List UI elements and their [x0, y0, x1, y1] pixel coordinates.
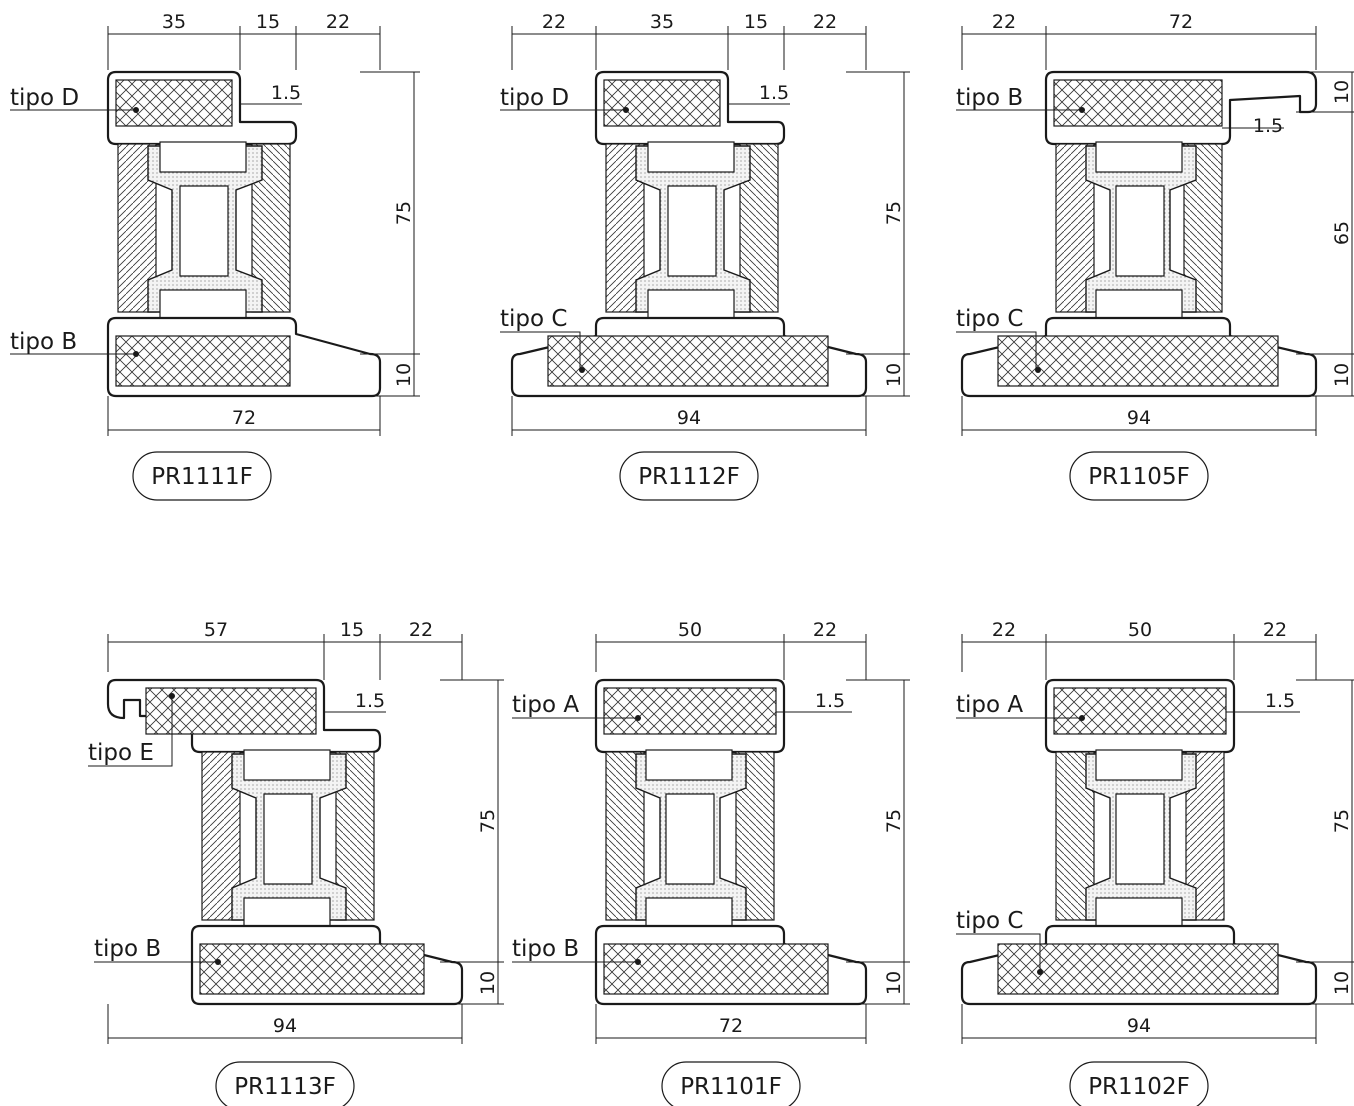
profile-code: PR1111F — [151, 464, 253, 490]
insert-upper — [1053, 687, 1227, 735]
insert-upper — [603, 79, 721, 127]
dimension-label: 35 — [650, 11, 674, 33]
upper-height-label: 10 — [1331, 80, 1353, 104]
width-label: 72 — [719, 1015, 743, 1037]
insert-upper — [1053, 79, 1223, 127]
height-dimension: 75 10 — [846, 71, 910, 397]
insert-lower — [997, 943, 1279, 995]
dimension-label: 22 — [326, 11, 350, 33]
dimension-label: 15 — [256, 11, 280, 33]
tipo-label-bottom: tipo C — [956, 908, 1023, 934]
dimension-label: 72 — [1169, 11, 1193, 33]
dimension-label: 50 — [678, 619, 702, 641]
top-dimension-chain: 22 50 22 — [961, 619, 1317, 680]
width-label: 94 — [273, 1015, 297, 1037]
top-dimension-chain: 22 35 15 22 — [511, 11, 867, 70]
lower-height-label: 10 — [477, 971, 499, 995]
insert-lower — [997, 335, 1279, 387]
profile-code: PR1102F — [1088, 1074, 1190, 1100]
height-dimension: 75 10 — [1296, 679, 1354, 1005]
top-dimension-chain: 35 15 22 — [107, 11, 381, 70]
dimension-label: 22 — [813, 619, 837, 641]
width-label: 94 — [677, 407, 701, 429]
profile-code-badge — [1069, 451, 1209, 501]
thickness-label: 1.5 — [1253, 115, 1283, 137]
dimension-label: 50 — [1128, 619, 1152, 641]
height-dimension: 75 10 — [846, 679, 910, 1005]
width-label: 72 — [232, 407, 256, 429]
tipo-label-top: tipo E — [88, 740, 154, 766]
profile-pr1113f: 57 15 22 75 10 1.5 94 tipo E tipo B — [88, 619, 504, 1106]
thickness-label: 1.5 — [759, 82, 789, 104]
dimension-label: 57 — [204, 619, 228, 641]
profile-code-badge — [215, 1061, 355, 1106]
top-dimension-chain: 57 15 22 — [107, 619, 463, 680]
height-label: 75 — [477, 809, 499, 833]
tipo-label-top: tipo A — [512, 692, 579, 718]
profile-code: PR1105F — [1088, 464, 1190, 490]
thickness-label: 1.5 — [1265, 690, 1295, 712]
tipo-label-top: tipo A — [956, 692, 1023, 718]
tipo-label-top: tipo D — [500, 85, 569, 111]
dimension-label: 22 — [813, 11, 837, 33]
profile-code-badge — [661, 1061, 801, 1106]
tipo-label-bottom: tipo B — [10, 329, 77, 355]
height-dimension: 75 10 — [440, 679, 504, 1005]
thickness-label: 1.5 — [355, 690, 385, 712]
profile-code-badge — [132, 451, 272, 501]
dimension-label: 35 — [162, 11, 186, 33]
height-label: 75 — [883, 809, 905, 833]
insert-lower — [547, 335, 829, 387]
height-dimension: 10 65 10 — [1296, 71, 1354, 397]
lower-height-label: 10 — [1331, 363, 1353, 387]
profile-pr1112f: 22 35 15 22 75 10 1.5 94 tipo D — [500, 11, 910, 501]
lower-height-label: 10 — [883, 971, 905, 995]
insert-upper — [603, 687, 777, 735]
insert-lower — [603, 943, 829, 995]
top-dimension-chain: 50 22 — [595, 619, 867, 680]
height-label: 65 — [1331, 221, 1353, 245]
profile-code: PR1101F — [680, 1074, 782, 1100]
tipo-label-bottom: tipo B — [94, 936, 161, 962]
height-dimension: 75 10 — [360, 71, 420, 397]
profile-code-badge — [619, 451, 759, 501]
height-label: 75 — [393, 201, 415, 225]
lower-height-label: 10 — [883, 363, 905, 387]
insert-upper — [115, 79, 233, 127]
dimension-label: 22 — [409, 619, 433, 641]
width-label: 94 — [1127, 1015, 1151, 1037]
tipo-label-top: tipo B — [956, 85, 1023, 111]
height-label: 75 — [883, 201, 905, 225]
dimension-label: 22 — [542, 11, 566, 33]
thickness-label: 1.5 — [815, 690, 845, 712]
dimension-label: 22 — [992, 619, 1016, 641]
profile-code: PR1113F — [234, 1074, 336, 1100]
tipo-label-bottom: tipo C — [500, 306, 567, 332]
profile-code-badge — [1069, 1061, 1209, 1106]
dimension-label: 15 — [744, 11, 768, 33]
dimension-label: 22 — [992, 11, 1016, 33]
height-label: 75 — [1331, 809, 1353, 833]
width-label: 94 — [1127, 407, 1151, 429]
profile-pr1102f: 22 50 22 75 10 1.5 94 tipo A tipo C — [956, 619, 1354, 1106]
profile-code: PR1112F — [638, 464, 740, 490]
profile-pr1111f: 35 15 22 75 10 1.5 72 — [10, 11, 420, 501]
tipo-label-top: tipo D — [10, 85, 79, 111]
tipo-label-bottom: tipo C — [956, 306, 1023, 332]
insert-lower — [115, 335, 291, 387]
dimension-label: 15 — [340, 619, 364, 641]
tipo-label-bottom: tipo B — [512, 936, 579, 962]
top-dimension-chain: 22 72 — [961, 11, 1317, 70]
thickness-label: 1.5 — [271, 82, 301, 104]
profile-pr1101f: 50 22 75 10 1.5 72 tipo A tipo B — [512, 619, 910, 1106]
insert-lower — [199, 943, 425, 995]
lower-height-label: 10 — [393, 363, 415, 387]
dimension-label: 22 — [1263, 619, 1287, 641]
lower-height-label: 10 — [1331, 971, 1353, 995]
profile-pr1105f: 22 72 10 65 10 1.5 94 tipo B t — [956, 11, 1354, 501]
